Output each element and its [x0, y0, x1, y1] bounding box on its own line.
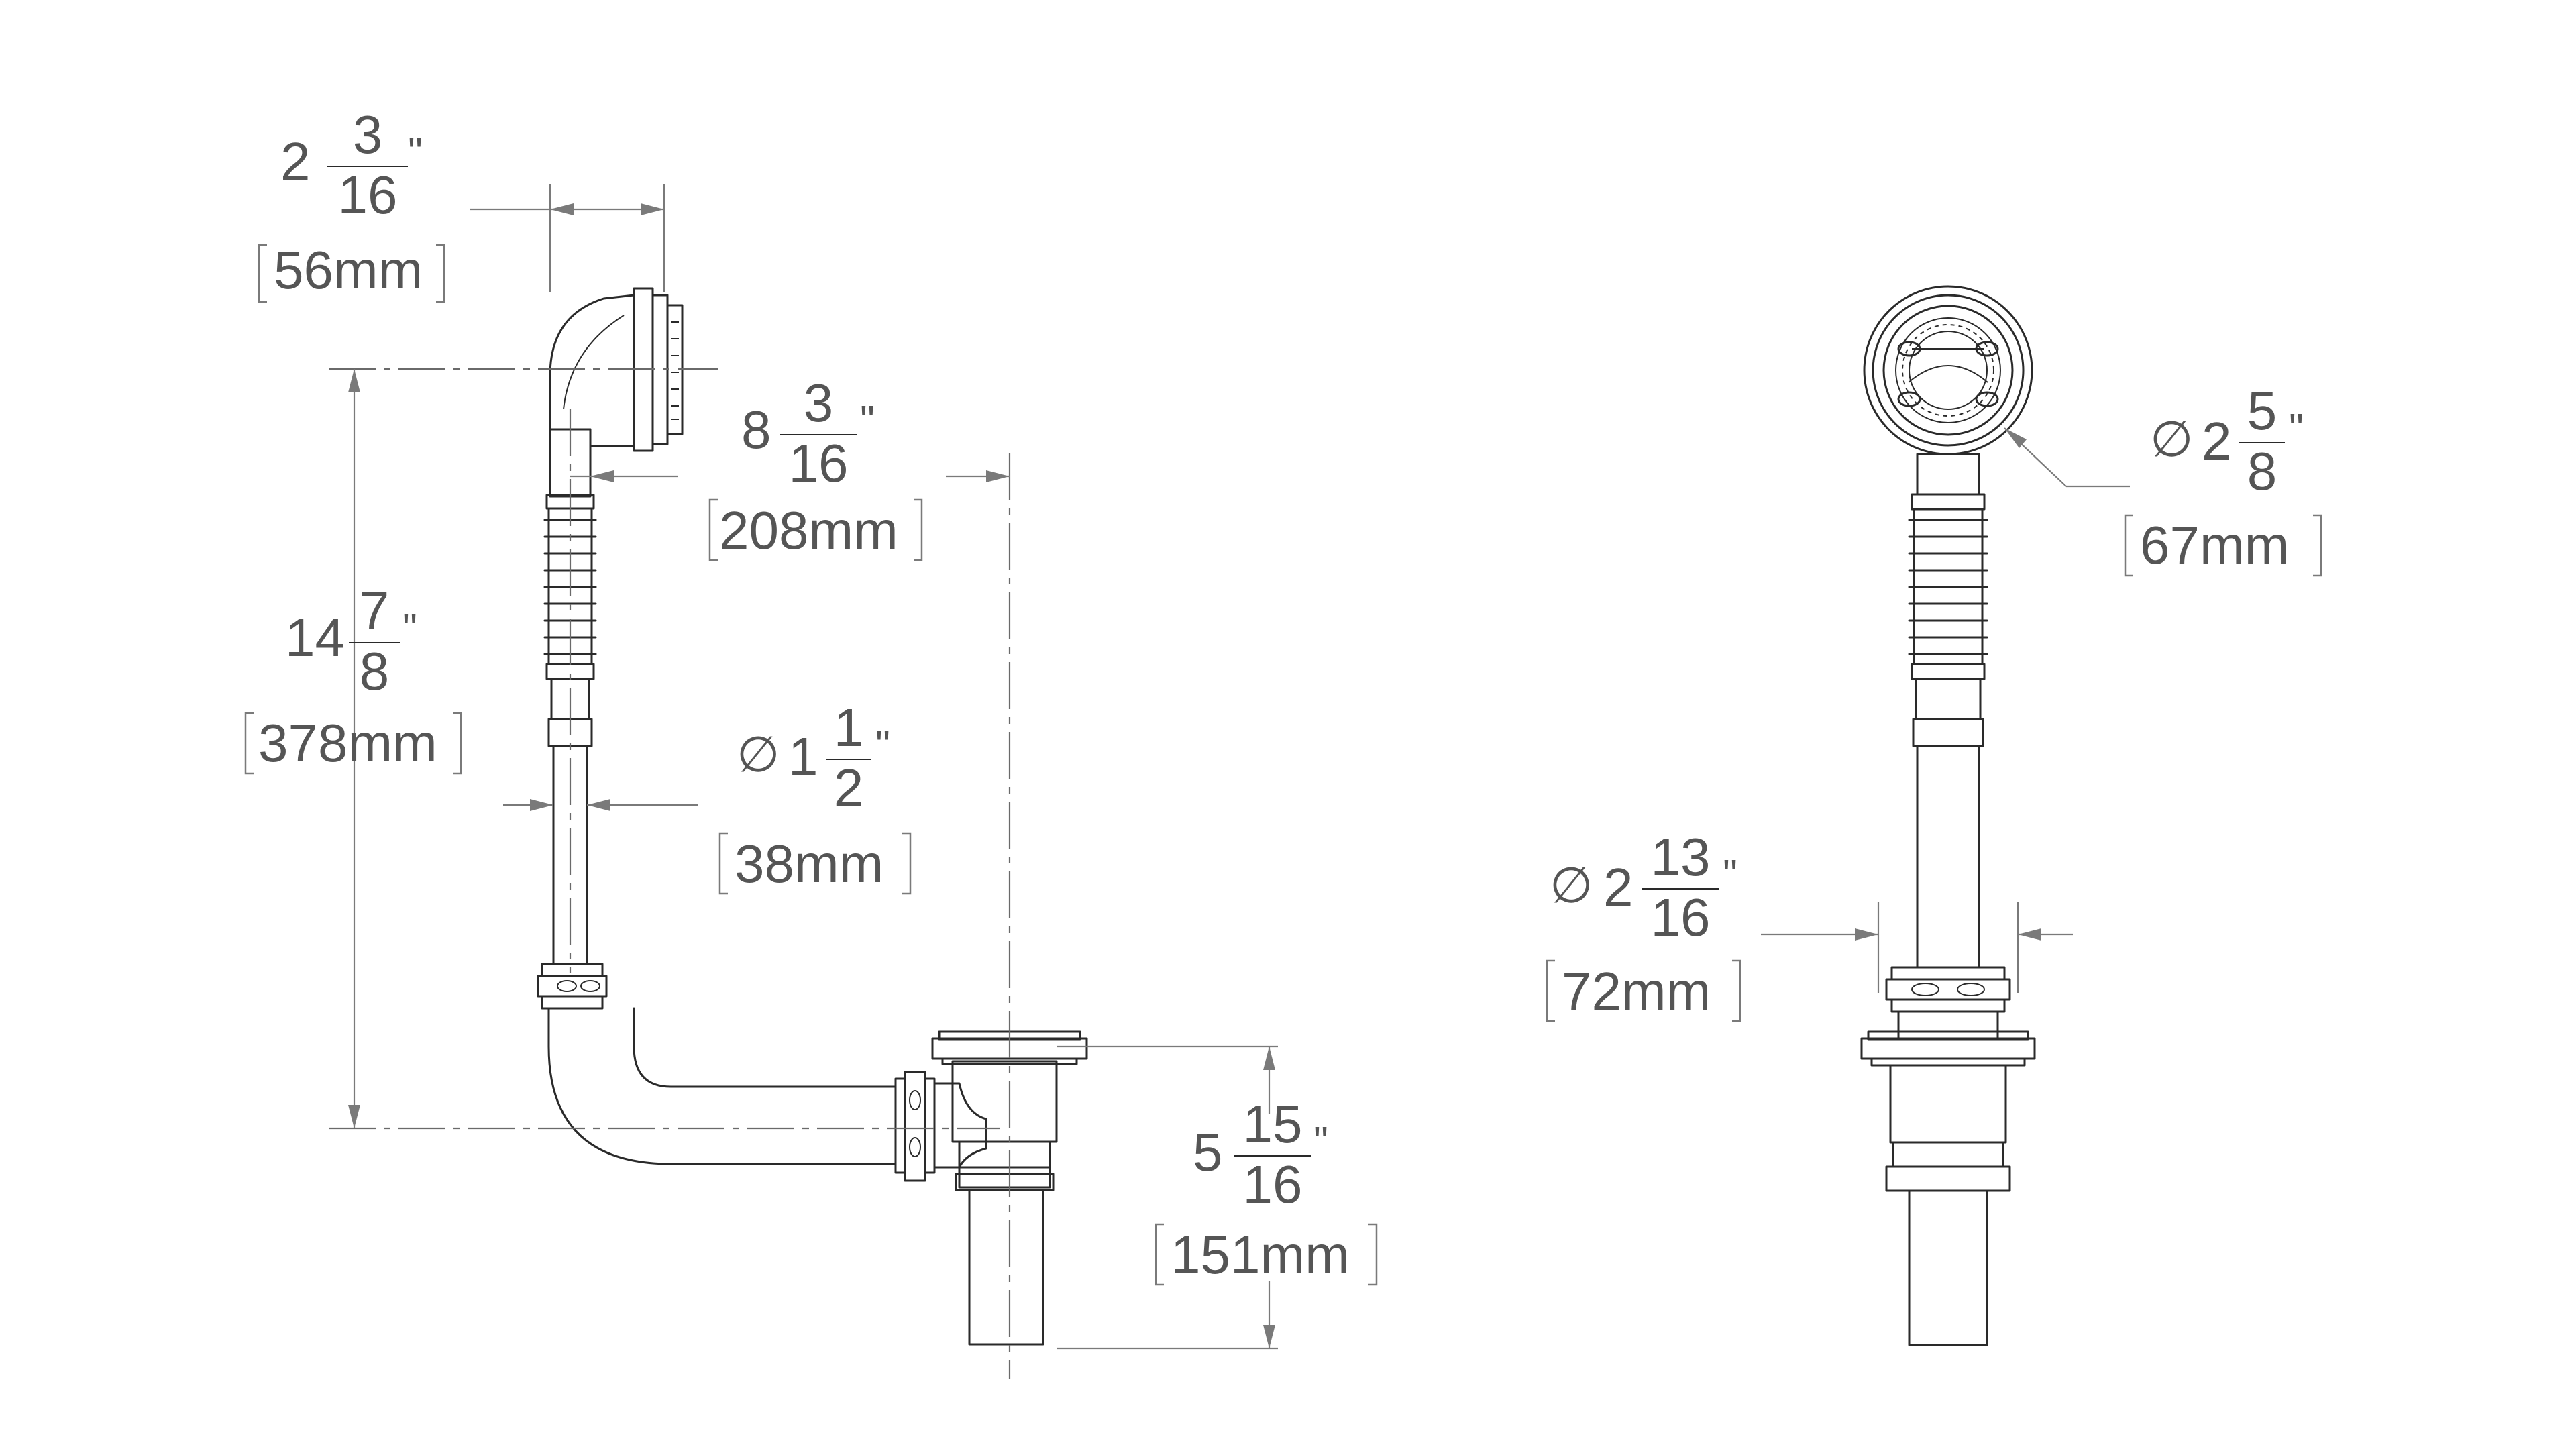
- svg-text:7: 7: [360, 581, 390, 641]
- svg-text:∅: ∅: [1550, 857, 1593, 913]
- dim-horizontal-reach: 8 3 16 " 208mm: [708, 373, 923, 561]
- drain-tee-body: [933, 1082, 987, 1169]
- svg-text:": ": [2289, 406, 2304, 452]
- front-tailpiece: [1908, 1189, 1988, 1346]
- front-dimension-lines: [1761, 427, 2130, 993]
- svg-text:378mm: 378mm: [258, 713, 437, 773]
- dimension-lines: [348, 184, 1278, 1350]
- svg-text:15: 15: [1243, 1094, 1303, 1154]
- svg-text:∅: ∅: [737, 727, 780, 782]
- overflow-coupling: [541, 963, 604, 977]
- side-view-centerlines: [329, 368, 1011, 1379]
- svg-text:": ": [1313, 1119, 1328, 1165]
- svg-text:8: 8: [360, 641, 390, 701]
- svg-text:16: 16: [1651, 888, 1711, 947]
- svg-text:3: 3: [804, 373, 834, 433]
- svg-text:2: 2: [2202, 411, 2232, 471]
- svg-text:16: 16: [1243, 1155, 1303, 1214]
- front-coupling-nut: [1890, 966, 2006, 981]
- overflow-faceplate: [1863, 285, 2033, 455]
- svg-text:2: 2: [1603, 857, 1633, 917]
- svg-text:8: 8: [741, 400, 771, 460]
- overflow-elbow: [549, 294, 635, 447]
- svg-text:38mm: 38mm: [735, 834, 883, 894]
- svg-text:56mm: 56mm: [274, 240, 423, 300]
- svg-text:67mm: 67mm: [2140, 515, 2289, 575]
- svg-text:2: 2: [280, 131, 311, 191]
- front-view-assembly: [1860, 285, 2036, 1346]
- bend-tube: [547, 1007, 897, 1165]
- svg-text:13: 13: [1651, 827, 1711, 887]
- svg-text:14: 14: [285, 608, 345, 667]
- svg-text:": ": [408, 129, 423, 176]
- svg-text:": ": [860, 398, 875, 444]
- svg-text:1: 1: [834, 698, 864, 757]
- svg-text:3: 3: [353, 105, 383, 164]
- dim-vertical-height: 14 7 8 " 378mm: [244, 581, 462, 775]
- svg-text:5: 5: [1193, 1122, 1223, 1182]
- dim-overflow-width: 2 3 16 " 56mm: [258, 105, 445, 303]
- dim-nut-diameter: ∅ 2 13 16 " 72mm: [1546, 827, 1741, 1022]
- tee-coupling: [904, 1071, 926, 1182]
- svg-text:": ": [875, 722, 890, 769]
- svg-text:1: 1: [788, 727, 818, 786]
- svg-text:5: 5: [2247, 381, 2277, 441]
- dim-pipe-diameter: ∅ 1 1 2 " 38mm: [718, 698, 912, 895]
- dim-drain-height: 5 15 16 " 151mm: [1155, 1094, 1378, 1286]
- svg-text:151mm: 151mm: [1171, 1225, 1350, 1285]
- svg-text:72mm: 72mm: [1562, 961, 1711, 1021]
- svg-text:16: 16: [789, 433, 849, 493]
- svg-text:∅: ∅: [2150, 411, 2193, 467]
- svg-text:": ": [402, 606, 417, 652]
- drain-tailpiece: [968, 1189, 1044, 1346]
- svg-text:208mm: 208mm: [719, 500, 898, 560]
- svg-text:": ": [1723, 852, 1737, 898]
- svg-text:8: 8: [2247, 441, 2277, 501]
- svg-text:16: 16: [338, 165, 398, 225]
- svg-text:2: 2: [834, 758, 864, 818]
- dim-faceplate-diameter: ∅ 2 5 8 " 67mm: [2124, 381, 2322, 577]
- front-lower-tube: [1916, 745, 1980, 969]
